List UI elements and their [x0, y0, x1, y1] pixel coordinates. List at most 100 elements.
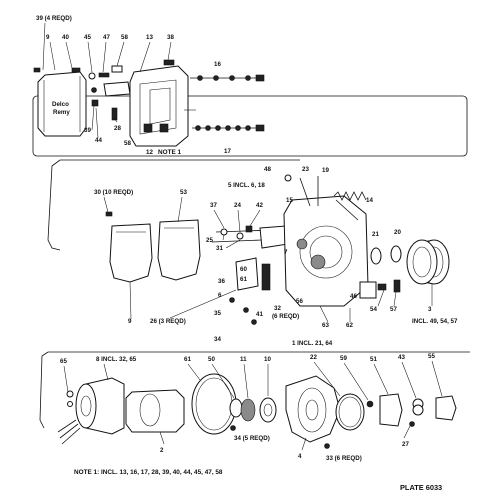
label-45: 45 [84, 34, 91, 41]
label-65: 65 [60, 358, 67, 365]
gear-part [310, 254, 326, 270]
label-61-bottom: 61 [184, 356, 191, 363]
label-32: 32 [274, 305, 281, 312]
label-24: 24 [234, 202, 241, 209]
motor-end-bell [125, 389, 185, 433]
gasket-61 [191, 373, 237, 435]
label-11: 11 [240, 356, 247, 363]
rivet-part [251, 319, 257, 325]
label-13: 13 [146, 34, 153, 41]
label-14: 14 [366, 197, 373, 204]
bottom-bracket [39, 351, 49, 429]
label-53: 53 [180, 189, 187, 196]
label-28: 28 [114, 125, 121, 132]
label-36-middle: 36 [218, 278, 225, 285]
label-incl-49-54-57: INCL. 49, 54, 57 [412, 318, 458, 325]
label-3: 3 [428, 306, 432, 313]
label-17: 17 [224, 148, 231, 155]
label-9-middle: 9 [128, 318, 132, 325]
seal-ring-22 [335, 393, 365, 431]
block-part [359, 281, 377, 299]
label-39: 39 [84, 127, 91, 134]
label-20: 20 [394, 229, 401, 236]
seal-ring-21 [370, 247, 382, 265]
label-35: 35 [214, 310, 221, 317]
bottom-assembly: 65 8 INCL. 32, 65 61 50 11 10 22 59 51 4… [39, 351, 470, 462]
label-46: 46 [350, 293, 357, 300]
label-1-incl: 1 INCL. 21, 64 [292, 340, 333, 347]
label-47: 47 [103, 34, 110, 41]
label-6-reqd: (6 REQD) [272, 313, 299, 320]
middle-bracket [47, 159, 61, 251]
seal-ring-20 [390, 245, 402, 263]
cover-plate-right [157, 219, 201, 281]
bolt-part [111, 107, 118, 121]
fitting-part [393, 279, 401, 293]
label-21: 21 [372, 231, 379, 238]
label-42: 42 [256, 202, 263, 209]
solenoid-brand-line-1: Delco [52, 101, 69, 108]
label-51: 51 [370, 356, 377, 363]
footnote-note-1: NOTE 1: INCL. 13, 16, 17, 28, 39, 40, 44… [74, 469, 223, 476]
label-26-3-reqd: 26 (3 REQD) [150, 318, 186, 325]
label-57: 57 [390, 306, 397, 313]
label-43: 43 [398, 354, 405, 361]
label-41: 41 [256, 311, 263, 318]
screw-part [71, 67, 81, 73]
main-housing [283, 195, 369, 307]
label-33-6-reqd: 33 (6 REQD) [326, 455, 362, 462]
label-15: 15 [286, 197, 293, 204]
washer-50 [229, 398, 243, 418]
label-37: 37 [210, 202, 217, 209]
rivet-part [229, 297, 235, 303]
label-4: 4 [298, 453, 302, 460]
note-1-marker: NOTE 1 [158, 149, 182, 156]
label-7: 7 [284, 249, 288, 256]
bolt-part [91, 99, 99, 107]
fitting-part [377, 283, 387, 291]
label-5-incl: 5 INCL. 6, 18 [228, 182, 265, 189]
label-56: 56 [296, 298, 303, 305]
label-55: 55 [428, 353, 435, 360]
label-48: 48 [264, 166, 271, 173]
label-50: 50 [208, 356, 215, 363]
link-rod-16 [190, 74, 265, 82]
washer-part [220, 228, 228, 236]
label-10: 10 [264, 356, 271, 363]
screw-part [33, 67, 41, 73]
label-8-incl: 8 INCL. 32, 65 [96, 356, 137, 363]
label-59: 59 [340, 355, 347, 362]
terminal-clip-part [103, 81, 131, 97]
note-1-bracket [32, 95, 468, 157]
label-34-5-reqd: 34 (5 REQD) [234, 435, 270, 442]
solenoid-brand-line-2: Remy [53, 109, 70, 116]
motor-leads [57, 419, 81, 445]
washer-part [88, 72, 96, 80]
adapter-55 [435, 395, 457, 421]
washer-part [66, 390, 74, 398]
rivet-part [91, 87, 97, 93]
link-rod-17 [192, 124, 265, 132]
label-62: 62 [346, 322, 353, 329]
housing-fitting [159, 123, 169, 133]
bracket-part [235, 257, 259, 291]
label-63: 63 [322, 322, 329, 329]
top-assembly: Delco Remy [32, 15, 468, 157]
label-23: 23 [302, 166, 309, 173]
middle-assembly: 5 INCL. 6, 18 48 23 19 14 15 30 (10 REQD… [47, 159, 458, 347]
plate-number: PLATE 6033 [400, 483, 442, 492]
shaft-part [261, 263, 271, 291]
washer-part [236, 232, 244, 240]
lever-arm [259, 225, 289, 249]
label-31: 31 [216, 245, 223, 252]
bearing-10 [259, 397, 277, 423]
rivet-part [243, 307, 249, 313]
label-58-bottom: 58 [124, 140, 131, 147]
label-9: 9 [46, 34, 50, 41]
gear-part [296, 238, 308, 250]
housing-fitting [143, 123, 153, 133]
label-44: 44 [95, 137, 102, 144]
bolt-part [245, 225, 253, 233]
spring-14 [333, 191, 367, 201]
